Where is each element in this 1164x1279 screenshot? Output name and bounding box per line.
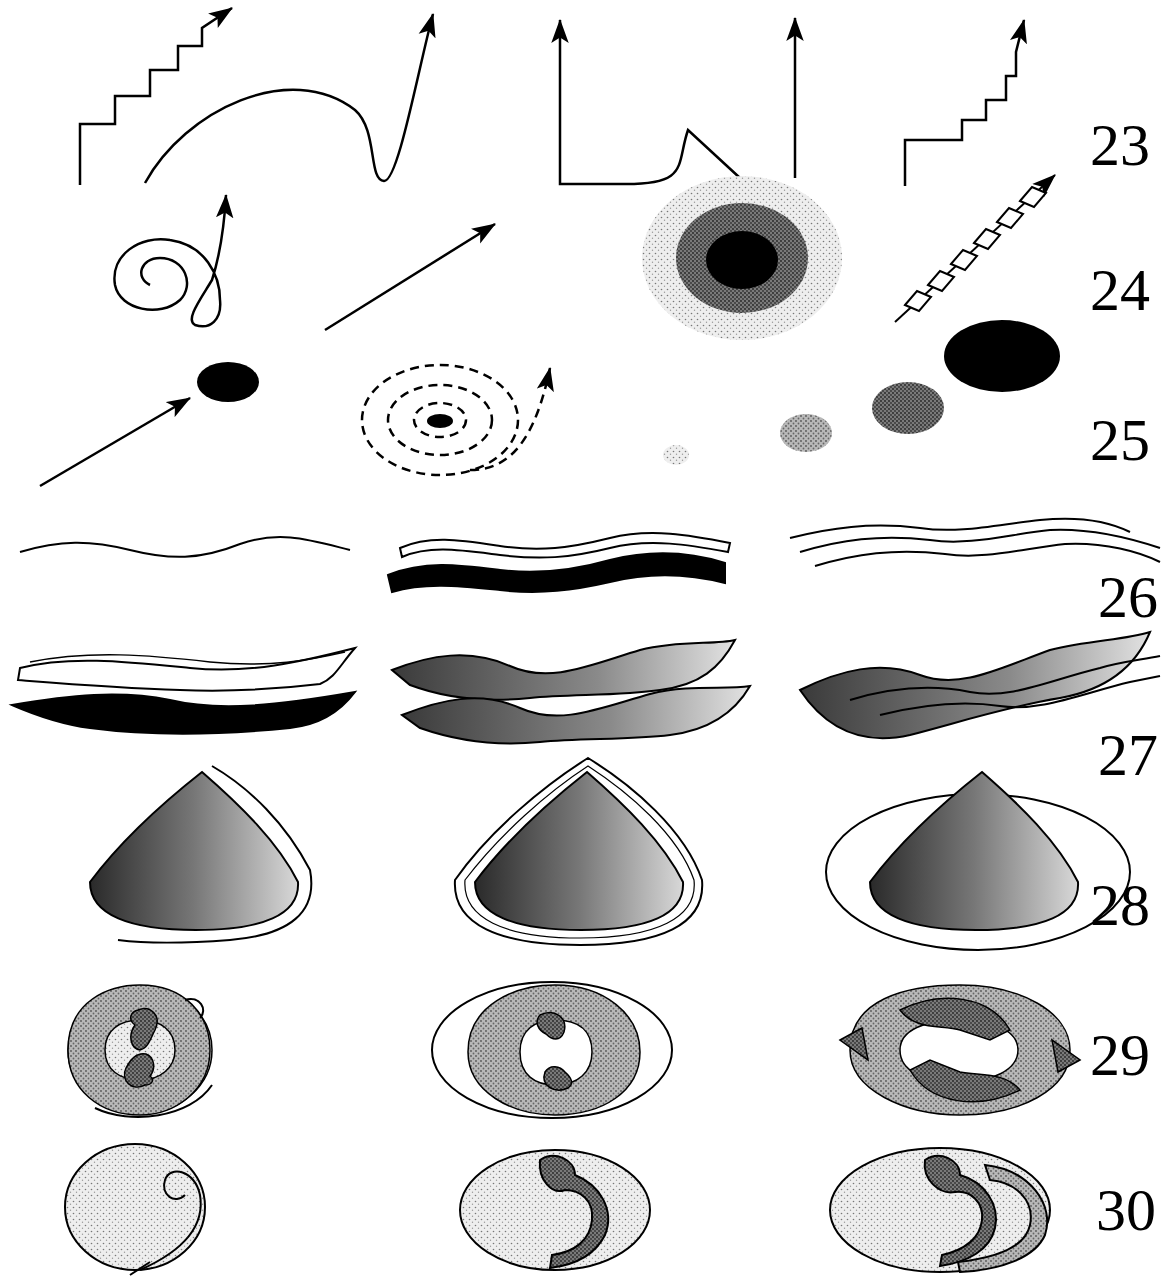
row-25-symbols (40, 320, 1060, 486)
row-29-symbols-shape (185, 999, 203, 1018)
row-23-symbols-shape (145, 14, 433, 183)
row-23-symbols (80, 8, 1024, 186)
row-29-symbols-shape (468, 985, 640, 1115)
row-number: 30 (1096, 1180, 1156, 1240)
row-24-symbols-shape (1020, 187, 1046, 207)
row-28-symbols-shape (455, 758, 702, 945)
row-23-symbols-shape (905, 20, 1024, 186)
row-29-symbols-shape (68, 985, 210, 1115)
row-29-symbols-shape (850, 985, 1070, 1115)
row-27-symbols-shape (18, 648, 355, 691)
row-30-symbols (65, 1144, 1050, 1275)
row-30-symbols-shape (460, 1150, 650, 1270)
row-27-symbols-shape (12, 692, 355, 734)
row-23-symbols-shape (80, 8, 232, 185)
row-29-symbols-shape (840, 1028, 868, 1060)
row-30-symbols-shape (130, 1262, 150, 1275)
row-number: 26 (1098, 567, 1158, 627)
row-29-symbols-shape (68, 986, 212, 1114)
row-29-symbols-shape (95, 1085, 212, 1117)
row-29-symbols-shape (910, 1060, 1020, 1102)
row-25-symbols-shape (362, 365, 518, 475)
row-29-symbols-shape (537, 1013, 565, 1039)
row-30-symbols-shape (925, 1156, 996, 1266)
row-24-symbols (114, 175, 1055, 340)
row-27-symbols (12, 632, 1160, 743)
row-29-symbols-shape (544, 1067, 572, 1090)
row-23-symbols-shape (794, 18, 797, 178)
row-25-symbols-shape (427, 414, 453, 428)
row-25-symbols-shape (414, 403, 466, 437)
row-24-symbols-shape (951, 250, 977, 270)
row-25-symbols-shape (470, 368, 550, 470)
row-number: 25 (1090, 410, 1150, 470)
row-26-symbols (20, 519, 1160, 592)
row-number: 28 (1090, 875, 1150, 935)
row-30-symbols-shape (830, 1148, 1050, 1272)
row-26-symbols-shape (815, 544, 1160, 566)
row-24-symbols-shape (642, 176, 842, 340)
row-25-symbols-shape (663, 445, 689, 465)
row-24-symbols-shape (905, 291, 931, 311)
row-number: 27 (1098, 725, 1158, 785)
row-28-symbols-shape (90, 772, 298, 930)
row-29-symbols-shape (131, 1009, 157, 1050)
row-24-symbols-shape (974, 229, 1000, 249)
row-30-symbols-shape (65, 1144, 205, 1270)
row-25-symbols-shape (780, 414, 832, 452)
row-24-symbols-shape (928, 271, 954, 291)
row-24-symbols-shape (706, 231, 778, 289)
row-30-symbols-shape (140, 1172, 201, 1270)
row-29-symbols (68, 982, 1080, 1118)
row-28-symbols-shape (118, 766, 311, 943)
row-26-symbols-shape (790, 519, 1130, 538)
row-26-symbols-shape (388, 554, 725, 592)
row-27-symbols-shape (402, 686, 750, 743)
row-27-symbols-shape (850, 656, 1160, 700)
row-28-symbols-shape (870, 772, 1078, 930)
row-24-symbols-shape (997, 208, 1023, 228)
row-25-symbols-shape (388, 385, 492, 455)
row-28-symbols (90, 758, 1130, 950)
row-29-symbols-shape (432, 982, 672, 1118)
row-30-symbols-shape (540, 1156, 608, 1268)
row-number: 23 (1090, 115, 1150, 175)
row-29-symbols-shape (900, 998, 1010, 1040)
row-28-symbols-shape (465, 766, 694, 938)
row-26-symbols-shape (800, 530, 1160, 552)
row-28-symbols-shape (475, 772, 683, 930)
row-23-symbols-shape (560, 20, 740, 184)
row-29-symbols-shape (124, 1054, 153, 1087)
row-24-symbols-shape (895, 175, 1055, 322)
row-25-symbols-shape (40, 398, 190, 486)
row-28-symbols-shape (220, 768, 302, 866)
row-25-symbols-shape (197, 362, 259, 402)
row-24-symbols-shape (325, 224, 495, 330)
row-25-symbols-shape (872, 382, 944, 434)
row-26-symbols-shape (20, 537, 350, 557)
row-25-symbols-shape (944, 320, 1060, 392)
row-number: 24 (1090, 260, 1150, 320)
row-27-symbols-shape (880, 676, 1160, 715)
row-29-symbols-shape (1052, 1040, 1080, 1072)
row-30-symbols-shape (958, 1165, 1047, 1272)
row-24-symbols-shape (114, 195, 226, 326)
row-27-symbols-shape (800, 632, 1150, 738)
row-number: 29 (1090, 1025, 1150, 1085)
row-24-symbols-shape (676, 203, 808, 313)
row-27-symbols-shape (30, 652, 345, 664)
